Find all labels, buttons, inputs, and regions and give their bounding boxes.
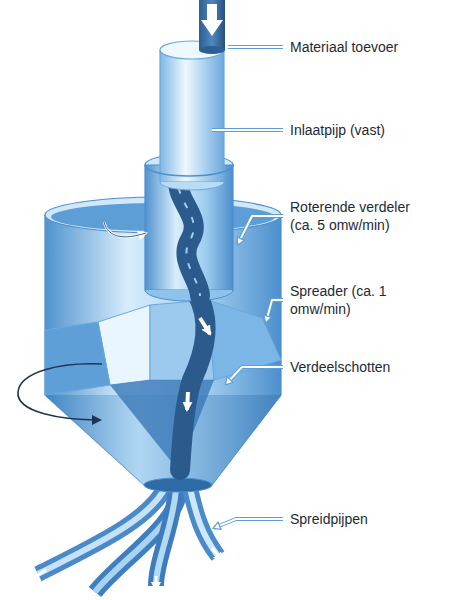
leader-line — [214, 519, 283, 528]
leader-line — [238, 216, 283, 244]
feed-stream — [199, 0, 225, 50]
leader-line — [212, 129, 283, 131]
leader-line — [238, 216, 283, 244]
flow-arrow — [155, 576, 158, 590]
distributor-bottom — [145, 290, 233, 301]
leader-lines — [212, 47, 283, 528]
leader-line — [226, 367, 283, 384]
material-feed — [199, 0, 225, 54]
flow-arrow — [187, 392, 188, 410]
feed-stream-end — [199, 46, 225, 54]
inlet-pipe — [145, 41, 233, 190]
spiral-edge — [178, 172, 200, 296]
partition-facet — [45, 322, 110, 395]
rotation-arrow-outline — [104, 222, 146, 237]
part-label: Materiaal toevoer — [290, 38, 398, 56]
spread-pipe — [190, 488, 218, 556]
part-label: Spreader (ca. 1 omw/min) — [290, 282, 430, 318]
rotation-arrow — [18, 364, 102, 420]
spread-pipe — [38, 486, 166, 574]
rotation-arrow — [104, 222, 146, 237]
distributor-front-rim — [145, 165, 233, 176]
leader-line — [212, 128, 283, 132]
leader-line — [226, 367, 283, 384]
spread-pipe-highlight — [156, 490, 176, 586]
feed-arrow — [201, 4, 223, 36]
flow-arrow — [212, 548, 222, 561]
spread-pipe-highlight — [38, 486, 166, 574]
flow-arrow — [200, 318, 210, 334]
inlet-pipe-bottom — [160, 182, 224, 190]
spread-pipe-highlight — [190, 488, 218, 556]
inlet-pipe-body — [160, 50, 224, 182]
spiral-channel — [178, 172, 200, 296]
part-label: Inlaatpijp (vast) — [290, 121, 385, 139]
spread-pipe — [156, 490, 176, 586]
spreader-outlet — [144, 478, 212, 492]
leader-line — [228, 46, 283, 48]
spread-pipes — [30, 486, 222, 592]
part-label: Spreidpijpen — [290, 510, 368, 528]
part-label: Verdeelschotten — [290, 358, 390, 376]
flow-arrow — [30, 570, 46, 580]
leader-line — [266, 300, 283, 322]
leader-line — [266, 300, 283, 322]
leader-line — [228, 45, 283, 49]
leader-line — [214, 519, 283, 528]
part-label: Roterende verdeler (ca. 5 omw/min) — [290, 198, 430, 234]
